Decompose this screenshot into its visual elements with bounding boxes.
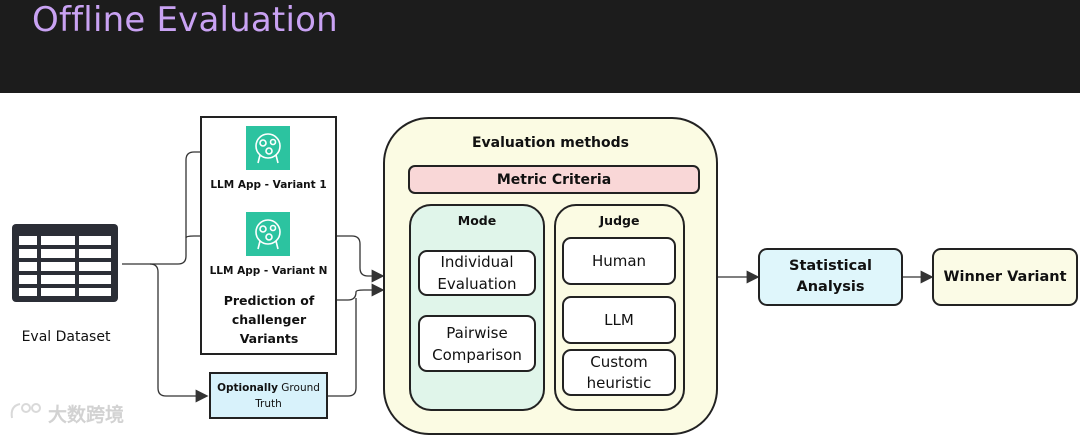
ground-truth-box: Optionally Ground Truth — [209, 372, 328, 419]
dataset-label: Eval Dataset — [21, 329, 111, 345]
judge-option-custom: Custom heuristic — [562, 349, 676, 396]
judge-option-llm: LLM — [562, 296, 676, 344]
statistical-analysis-box: Statistical Analysis — [758, 248, 903, 306]
brain-icon — [246, 126, 290, 170]
variant-n-label: LLM App - Variant N — [209, 265, 328, 277]
judge-title: Judge — [599, 212, 640, 228]
metric-criteria-box: Metric Criteria — [408, 165, 700, 194]
mode-box — [409, 204, 545, 411]
table-icon — [10, 222, 120, 304]
mode-title: Mode — [457, 212, 497, 228]
evaluation-methods-title: Evaluation methods — [471, 135, 629, 151]
connector-variants-eval-2 — [337, 283, 385, 301]
watermark-text: 大数跨境 — [48, 404, 125, 426]
connector-dataset-v1 — [122, 145, 247, 265]
connector-dataset-vn — [185, 229, 247, 243]
ground-truth-optional: Optionally — [217, 381, 278, 394]
connector-gt-eval — [328, 298, 357, 397]
variant-1-label: LLM App - Variant 1 — [210, 179, 327, 191]
ground-truth-label: Ground Truth — [255, 381, 320, 410]
winner-variant-box: Winner Variant — [932, 248, 1078, 306]
variants-caption: Prediction of challenger Variants — [223, 292, 315, 346]
header-bar — [0, 0, 1080, 93]
connector-dataset-gt — [149, 263, 209, 403]
mode-option-individual: Individual Evaluation — [418, 250, 536, 296]
judge-option-human: Human — [562, 237, 676, 285]
mode-option-pairwise: Pairwise Comparison — [418, 315, 536, 372]
brain-icon — [246, 212, 290, 256]
connector-variants-eval-1 — [337, 235, 385, 283]
page-title: Offline Evaluation — [32, 0, 338, 40]
watermark-logo-icon — [8, 398, 48, 424]
